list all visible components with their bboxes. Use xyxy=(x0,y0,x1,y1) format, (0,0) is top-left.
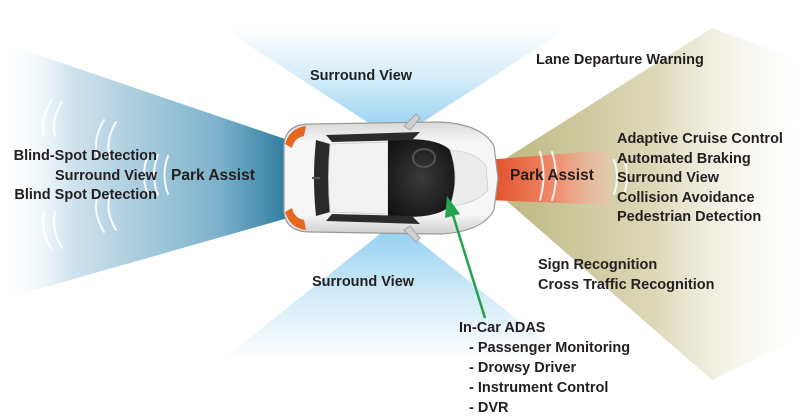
front-wide-beam xyxy=(478,28,800,380)
side-window-bottom xyxy=(326,214,420,224)
front-feature-list: Adaptive Cruise Control Automated Brakin… xyxy=(617,130,783,228)
mirror-top xyxy=(403,113,421,131)
front-right-feature-list: Sign Recognition Cross Traffic Recogniti… xyxy=(538,256,714,295)
steering-wheel xyxy=(412,148,436,168)
in-car-item-2: - Drowsy Driver xyxy=(469,360,577,376)
rear-window xyxy=(314,140,330,216)
in-car-adas-block: In-Car ADAS - Passenger Monitoring - Dro… xyxy=(459,318,630,418)
roof xyxy=(328,141,389,215)
front-feature-4: Collision Avoidance xyxy=(617,189,755,206)
in-car-pointer-arrowhead xyxy=(445,196,460,218)
front-feature-3: Surround View xyxy=(617,170,720,186)
rear-feature-list: Blind-Spot Detection Surround View Blind… xyxy=(14,147,157,206)
front-feature-5: Pedestrian Detection xyxy=(617,209,762,225)
rear-feature-3: Blind Spot Detection xyxy=(14,187,157,203)
rear-left-light xyxy=(285,126,306,148)
top-surround-view-label: Surround View xyxy=(310,68,413,84)
top-sensor-beam xyxy=(222,28,568,140)
front-feature-1: Adaptive Cruise Control xyxy=(617,131,783,147)
in-car-item-1: - Passenger Monitoring xyxy=(469,340,631,356)
rear-park-assist-label: Park Assist xyxy=(171,167,255,184)
antenna xyxy=(312,177,320,179)
rear-feature-2: Surround View xyxy=(54,167,157,184)
hood xyxy=(449,149,489,207)
in-car-item-4: - DVR xyxy=(469,400,509,416)
rear-wave-arcs xyxy=(42,99,169,251)
sign-recognition-label: Sign Recognition xyxy=(538,257,658,273)
front-feature-2: Automated Braking xyxy=(617,150,751,167)
front-radar-beam xyxy=(486,150,610,205)
in-car-item-3: - Instrument Control xyxy=(469,380,609,396)
mirror-bottom xyxy=(403,225,421,243)
bottom-sensor-beam xyxy=(222,222,568,360)
rear-feature-1: Blind-Spot Detection xyxy=(13,148,157,164)
bottom-surround-view-label: Surround View xyxy=(312,274,415,290)
front-wave-arcs xyxy=(499,55,628,321)
rear-right-light xyxy=(285,208,306,230)
in-car-pointer-line xyxy=(450,211,487,319)
in-car-adas-title: In-Car ADAS xyxy=(459,320,546,336)
lane-departure-label: Lane Departure Warning xyxy=(536,52,704,68)
windshield xyxy=(388,139,455,217)
side-window-top xyxy=(326,132,420,142)
cross-traffic-label: Cross Traffic Recognition xyxy=(538,276,715,293)
front-park-assist-label: Park Assist xyxy=(510,167,594,184)
car-top-view xyxy=(283,113,499,243)
